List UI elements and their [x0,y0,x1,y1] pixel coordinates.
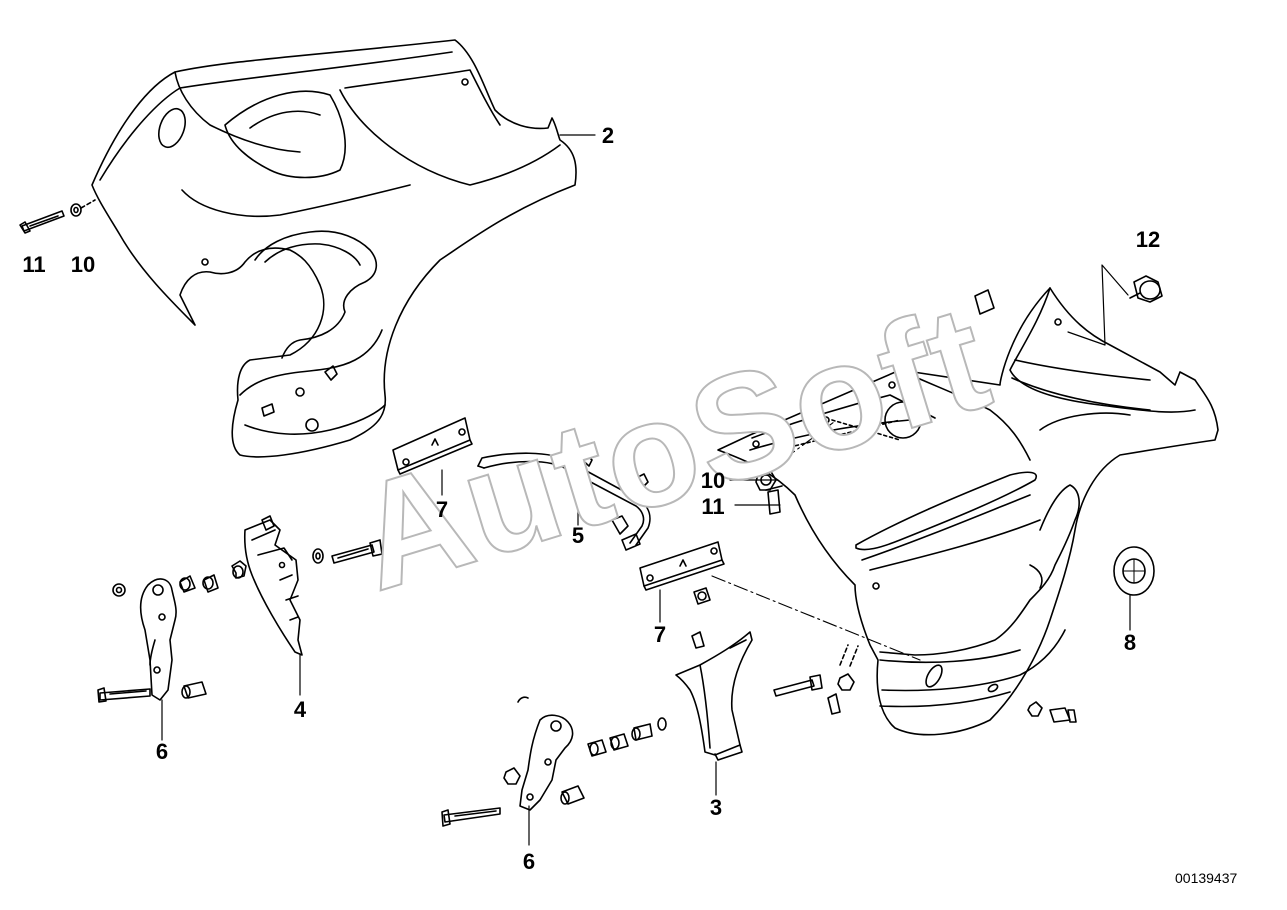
callout-11-left: 11 [22,252,46,277]
trim-panel-3 [675,587,753,761]
bracket-7-upper [392,417,473,475]
bracket-5-tube [477,452,651,551]
footrest-bracket-6-upper [97,578,207,703]
footrest-bracket-6-lower [441,696,585,827]
bracket-4 [243,515,303,656]
bracket-7-lower [639,541,725,591]
emblem-8 [1113,546,1155,596]
callout-leaders [161,134,1131,846]
callout-12: 12 [1135,227,1161,252]
plug-12 [1067,264,1163,346]
callout-6-upper: 6 [155,739,169,764]
left-bolt-11 [19,210,65,234]
left-washer-10 [70,199,96,217]
right-fairing-panel [717,287,1219,736]
right-washer-nut-10-11 [755,419,901,515]
callout-8: 8 [1123,630,1137,655]
callout-5: 5 [571,523,585,548]
leader-lines [711,421,921,661]
callout-6-lower: 6 [522,849,536,874]
callout-4: 4 [293,697,307,722]
document-number: 00139437 [1175,870,1238,886]
callout-3: 3 [709,795,723,820]
callout-11-right: 11 [701,494,725,519]
left-fairing-panel [91,39,577,458]
callout-10-left: 10 [70,252,96,277]
callout-2: 2 [601,123,615,148]
callout-7-lower: 7 [653,622,667,647]
callout-7-upper: 7 [435,497,449,522]
fastener-group-lower [503,644,1077,785]
fastener-group-upper-left [112,539,383,597]
callout-10-right: 10 [700,468,726,493]
